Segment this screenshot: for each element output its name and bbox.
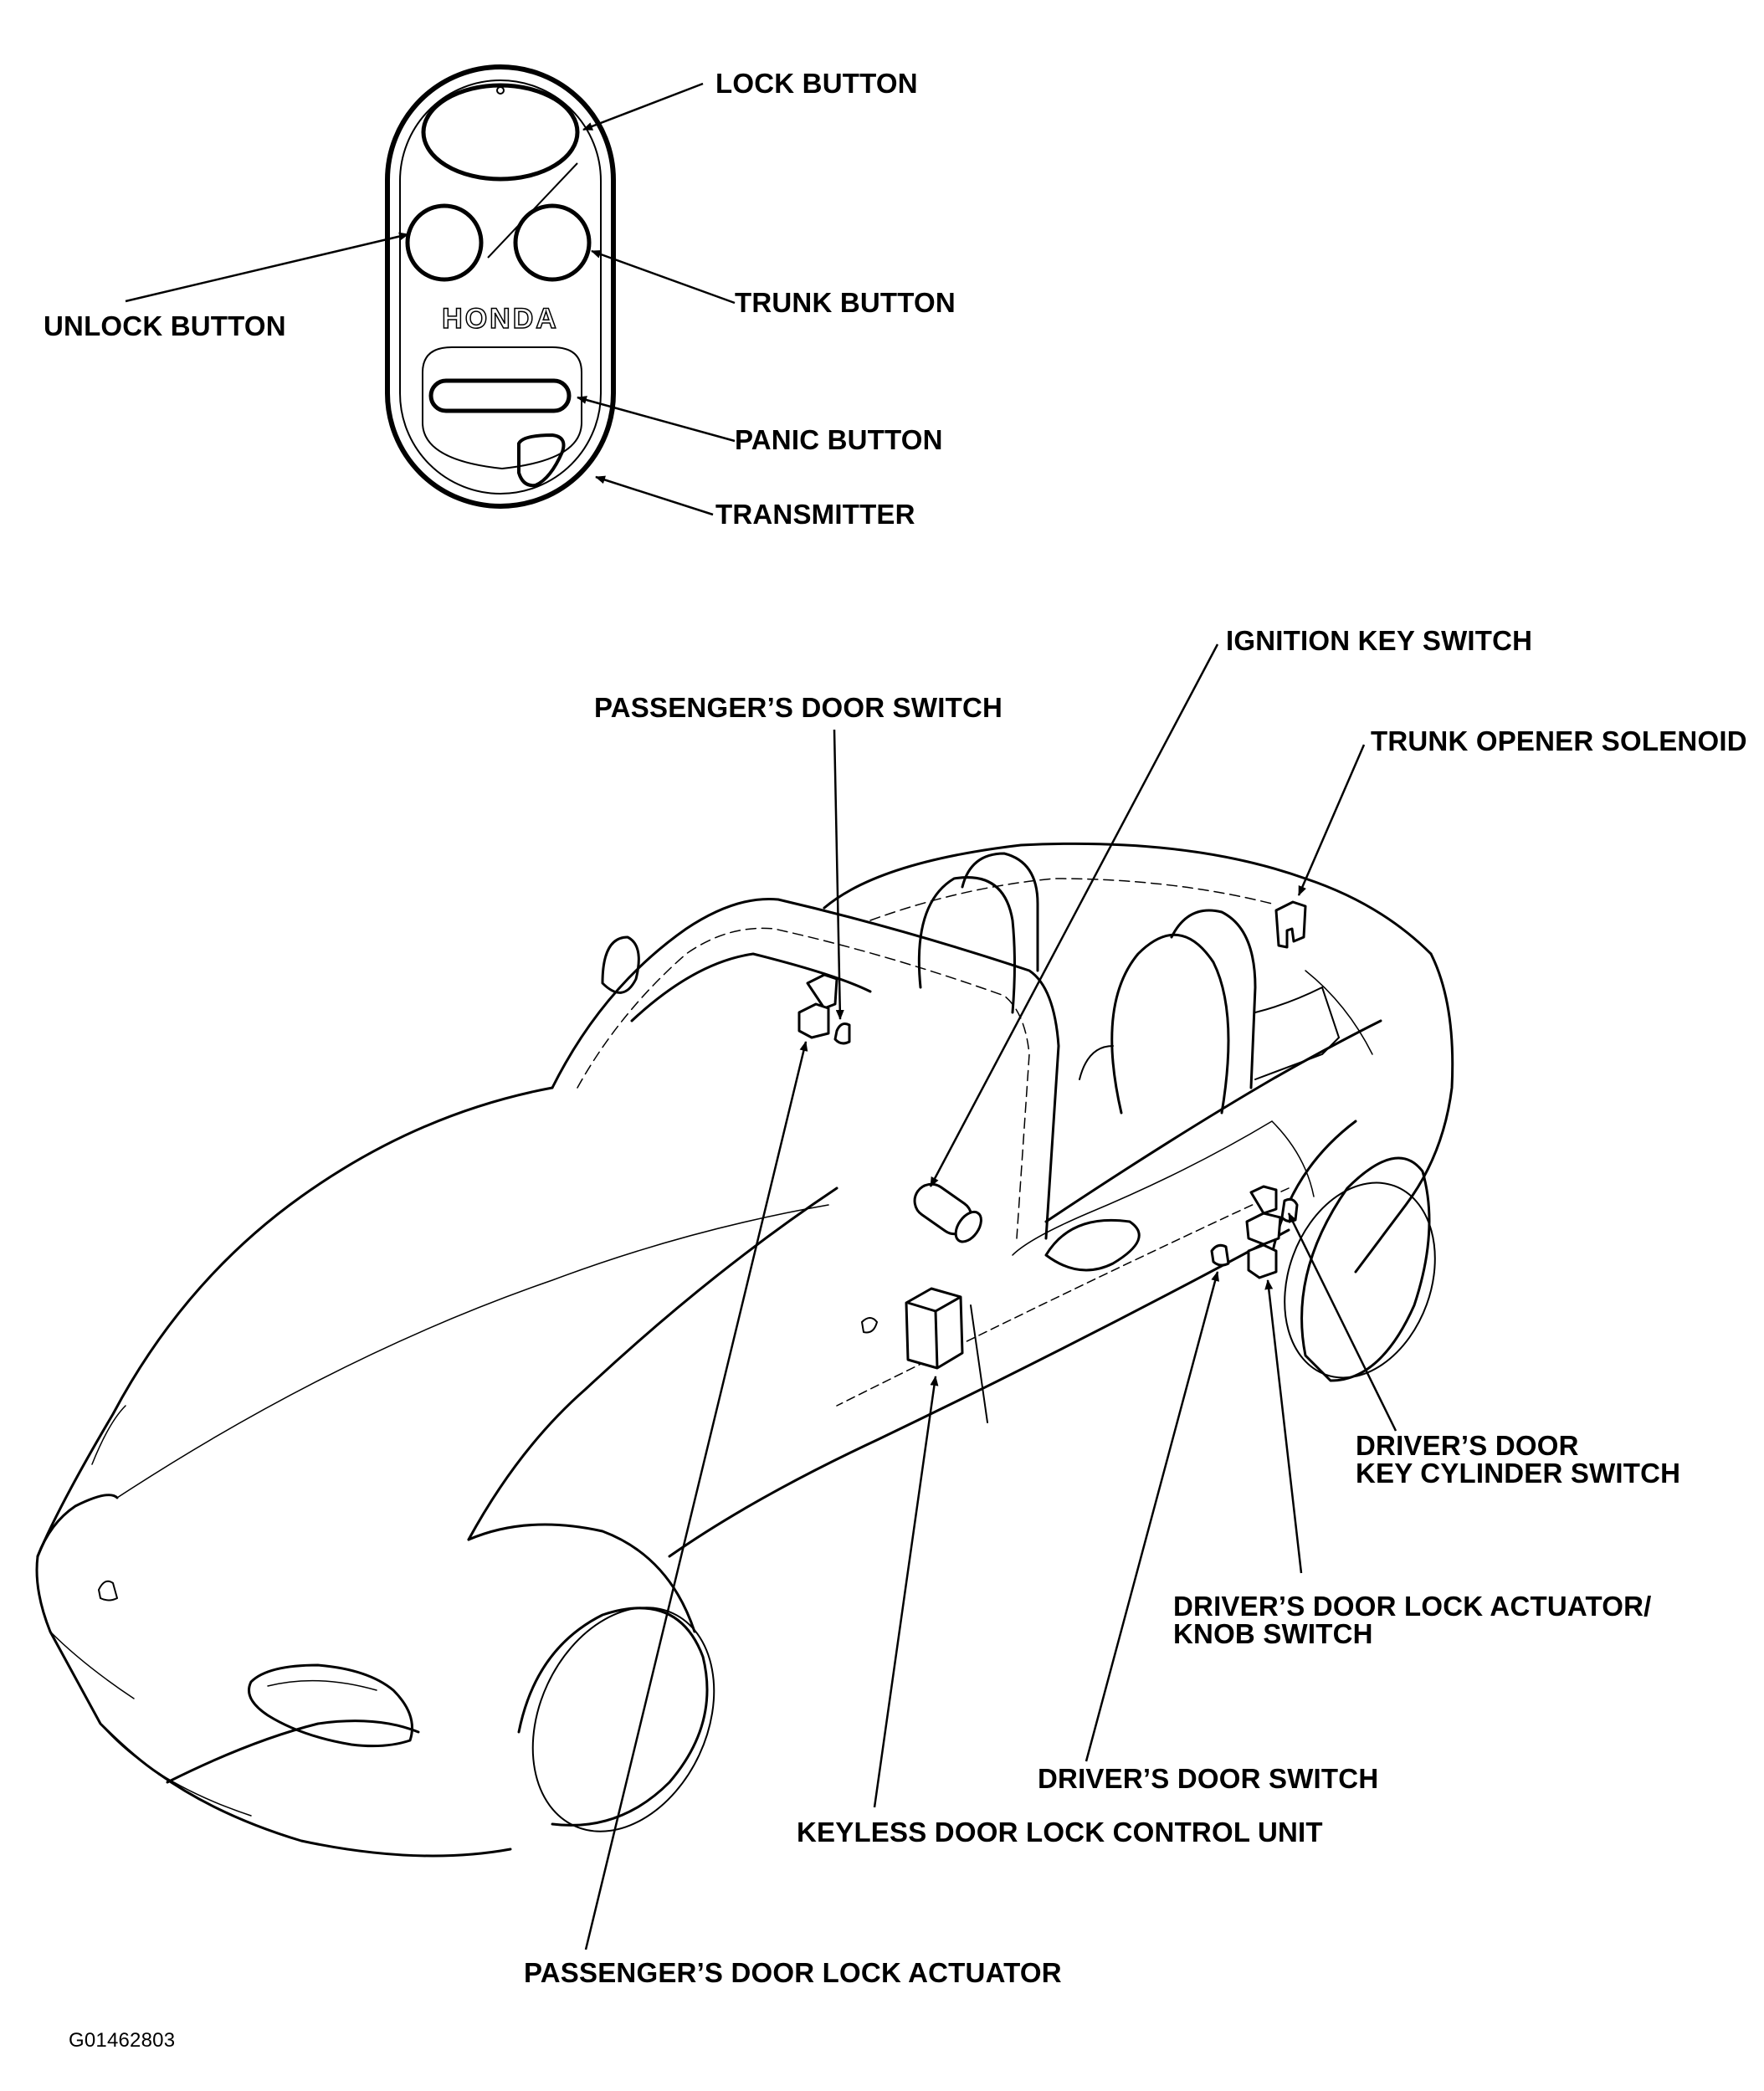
transmitter-fob xyxy=(385,64,616,509)
ignition-key-switch-label: IGNITION KEY SWITCH xyxy=(1226,625,1533,656)
trunk-button-label: TRUNK BUTTON xyxy=(735,287,956,318)
trunk-opener-solenoid-label: TRUNK OPENER SOLENOID xyxy=(1371,725,1747,756)
lock-button-shape xyxy=(421,83,580,182)
lock-button-label: LOCK BUTTON xyxy=(715,68,918,99)
passengers-door-lock-actuator-label: PASSENGER’S DOOR LOCK ACTUATOR xyxy=(524,1957,1062,1988)
ignition-key-switch-part xyxy=(913,1182,982,1243)
drivers-door-switch-part xyxy=(1210,1243,1230,1267)
components xyxy=(797,900,1307,1370)
unlock-button-shape xyxy=(405,203,484,282)
drivers-door-key-cylinder-switch-label-line2: KEY CYLINDER SWITCH xyxy=(1356,1458,1681,1489)
car-outline xyxy=(35,842,1454,1858)
transmitter-label: TRANSMITTER xyxy=(715,499,915,530)
passengers-door-switch-part xyxy=(806,973,838,1010)
leader-lines xyxy=(125,82,1397,1950)
unlock-button-label: UNLOCK BUTTON xyxy=(44,310,286,341)
panic-button-shape xyxy=(428,378,572,413)
keyless-door-lock-control-unit-label: KEYLESS DOOR LOCK CONTROL UNIT xyxy=(797,1817,1323,1848)
honda-logo-text: HONDA xyxy=(442,303,559,335)
trunk-opener-solenoid-part xyxy=(1274,900,1307,949)
drivers-door-key-cylinder-switch-part xyxy=(1280,1197,1299,1222)
trunk-button-shape xyxy=(513,203,592,282)
keyless-door-lock-control-unit-part xyxy=(905,1287,964,1370)
drivers-door-lock-actuator-label-line1: DRIVER’S DOOR LOCK ACTUATOR/ xyxy=(1173,1591,1652,1622)
drivers-door-switch-label: DRIVER’S DOOR SWITCH xyxy=(1038,1763,1379,1794)
drivers-door-lock-actuator-part xyxy=(1247,1243,1278,1279)
panic-button-label: PANIC BUTTON xyxy=(735,424,943,455)
figure-code: G01462803 xyxy=(69,2029,176,2052)
drivers-door-key-cylinder-switch-label-line1: DRIVER’S DOOR xyxy=(1356,1430,1579,1461)
passengers-door-switch-label: PASSENGER’S DOOR SWITCH xyxy=(594,692,1003,723)
drivers-door-lock-actuator-label-line2: KNOB SWITCH xyxy=(1173,1618,1373,1649)
